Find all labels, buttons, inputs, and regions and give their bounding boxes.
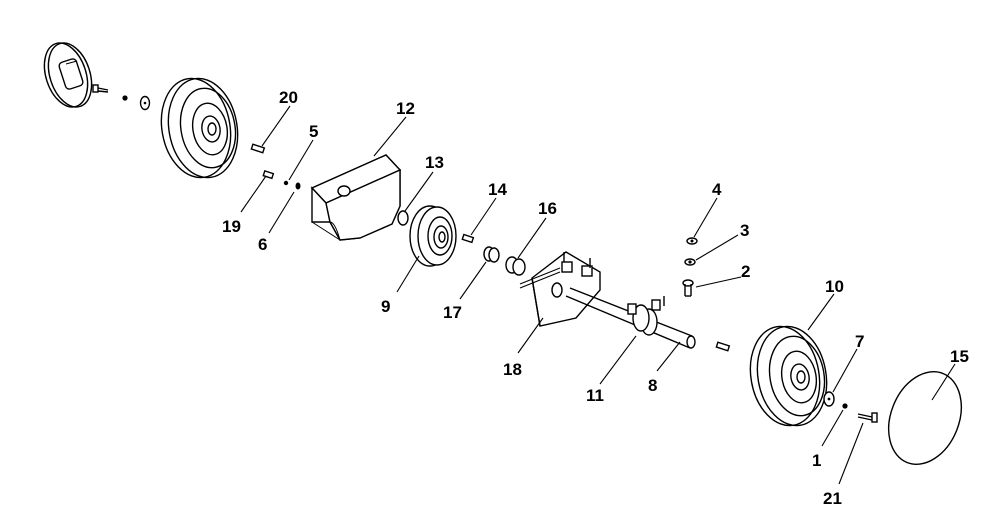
left-wheel — [160, 77, 239, 179]
part-19-pin — [262, 169, 275, 180]
callout-2: 2 — [741, 262, 750, 281]
callout-18: 18 — [503, 360, 522, 379]
part-17-bushing — [483, 246, 500, 263]
callout-17: 17 — [443, 303, 462, 322]
leader-lines — [240, 105, 956, 485]
callout-10: 10 — [825, 277, 844, 296]
part-6-ball — [295, 182, 301, 190]
callout-9: 9 — [381, 297, 390, 316]
callout-12: 12 — [396, 99, 415, 118]
part-20-pin — [250, 143, 266, 154]
callout-3: 3 — [740, 221, 749, 240]
callout-5: 5 — [309, 122, 318, 141]
part-2-bolt — [682, 279, 694, 297]
callout-19: 19 — [222, 217, 241, 236]
part-11-axle — [565, 287, 696, 349]
callout-21: 21 — [823, 489, 842, 508]
part-13-o-ring — [397, 210, 409, 226]
callout-8: 8 — [648, 376, 657, 395]
callout-13: 13 — [425, 153, 444, 172]
part-16-bushing — [505, 256, 526, 276]
part-5-ball — [283, 180, 289, 186]
callout-20: 20 — [279, 88, 298, 107]
callout-11: 11 — [586, 386, 604, 405]
callout-4: 4 — [712, 180, 722, 199]
part-1-nut — [842, 403, 848, 409]
callout-14: 14 — [488, 180, 507, 199]
part-7-washer — [823, 391, 835, 407]
callout-7: 7 — [855, 332, 864, 351]
part-18-bracket — [519, 251, 601, 327]
part-10-right-wheel — [749, 325, 828, 427]
callout-15: 15 — [950, 347, 969, 366]
part-4-nut — [686, 237, 698, 245]
callout-16: 16 — [538, 199, 557, 218]
part-14-key — [461, 233, 475, 244]
callouts: 20 5 12 13 14 16 4 3 2 10 7 15 19 6 9 17… — [222, 88, 969, 508]
left-hub-cap — [43, 42, 93, 108]
part-21-bolt — [857, 412, 878, 423]
left-lock-nut — [122, 95, 128, 101]
part-15-hub-cap — [888, 371, 962, 465]
part-9-pulley — [409, 205, 457, 267]
callout-6: 6 — [258, 235, 267, 254]
right-axle-key — [715, 341, 731, 352]
callout-1: 1 — [812, 451, 821, 470]
left-wheel-bolt — [92, 84, 109, 93]
left-washer — [139, 95, 151, 111]
part-12-housing — [310, 154, 402, 241]
part-3-washer — [684, 258, 696, 266]
